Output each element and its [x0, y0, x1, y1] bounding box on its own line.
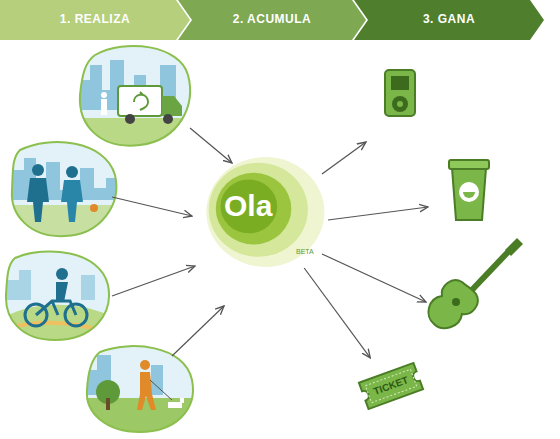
ipod-icon	[385, 70, 415, 116]
step-label: 1. REALIZA	[0, 12, 190, 26]
arrow	[112, 128, 428, 356]
walking-scene	[5, 135, 125, 240]
dog-walk-scene	[80, 335, 200, 438]
coffee-cup-icon	[449, 160, 489, 220]
bike-scene	[0, 245, 115, 345]
step-chevron: 1. REALIZA	[0, 0, 190, 40]
step-label: 2. ACUMULA	[178, 12, 366, 26]
arrow-connector	[304, 268, 370, 358]
beta-tag: BETA	[296, 248, 314, 256]
step-chevron: 3. GANA	[354, 0, 544, 40]
ola-logo: OlaBETA	[204, 156, 322, 268]
ticket-icon: TICKET	[354, 358, 428, 414]
step-chevron: 2. ACUMULA	[178, 0, 366, 40]
step-label: 3. GANA	[354, 12, 544, 26]
guitar-icon	[428, 238, 523, 328]
logo-text: Ola	[224, 189, 272, 223]
recycle-scene	[75, 40, 200, 150]
